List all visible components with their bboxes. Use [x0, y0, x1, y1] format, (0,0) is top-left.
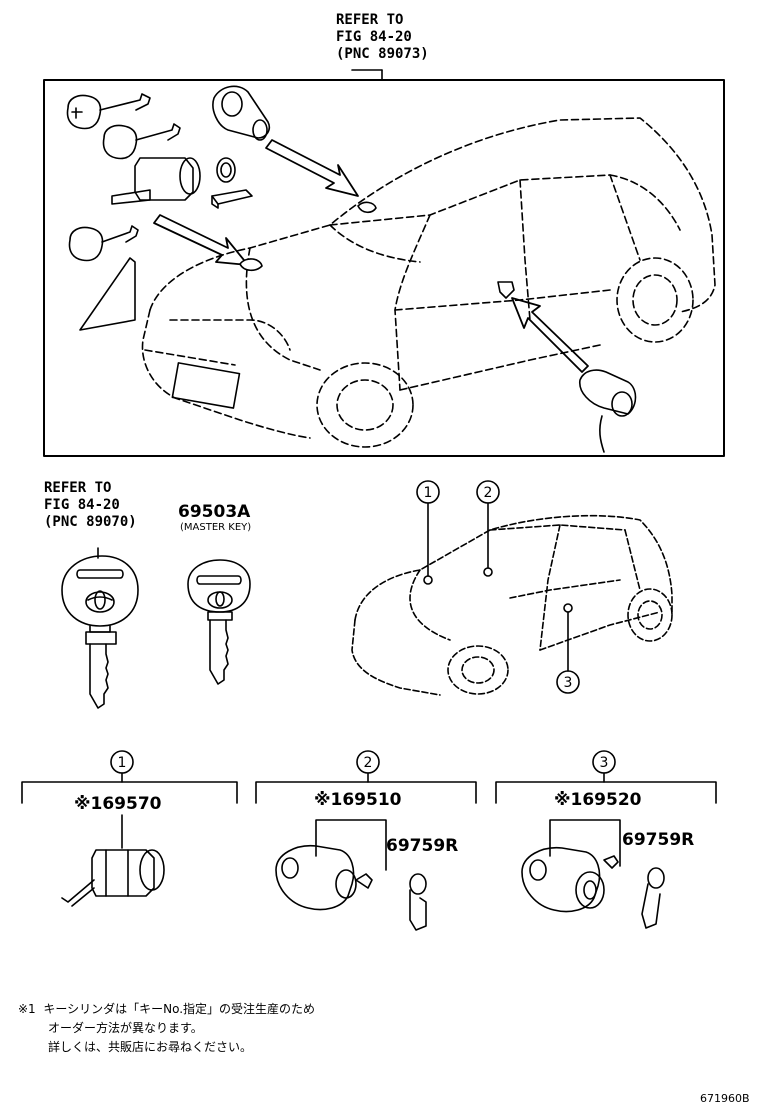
figure-code: 671960B	[700, 1092, 750, 1105]
ignition-cylinder-69570	[61, 814, 165, 907]
master-key-part-number: 69503A	[178, 502, 251, 522]
footnote-marker: ※1	[18, 1002, 36, 1016]
key-set-top-left	[66, 85, 637, 453]
group-2-number: 2	[364, 755, 373, 771]
master-key-note: (MASTER KEY)	[180, 522, 252, 533]
part-69510-label: ※169510	[314, 790, 402, 810]
remote-key-left	[61, 547, 139, 709]
callout-2: 2	[484, 485, 493, 501]
group-1-number: 1	[118, 755, 127, 771]
callout-1: 1	[424, 485, 433, 501]
door-cylinder-69520	[521, 819, 665, 929]
callout-leaders	[416, 480, 580, 694]
top-frame	[43, 69, 725, 457]
license-plate-shape	[171, 362, 241, 409]
master-key	[187, 559, 251, 685]
door-cylinder-69510	[275, 819, 427, 931]
top-arrows	[153, 139, 589, 373]
footnote-line2: オーダー方法が異なります。	[48, 1021, 203, 1035]
top-refer-label: REFER TO FIG 84-20 (PNC 89073)	[336, 12, 429, 63]
top-refer-line3: (PNC 89073)	[336, 46, 429, 62]
footnote: ※1 キーシリンダは「キーNo.指定」の受注生産のため オーダー方法が異なります…	[18, 1000, 315, 1057]
top-refer-line2: FIG 84-20	[336, 29, 412, 45]
left-refer-line3: (PNC 89070)	[44, 514, 137, 530]
small-vehicle-outline	[351, 514, 673, 696]
part-69570-label: ※169570	[74, 794, 162, 814]
left-refer-label: REFER TO FIG 84-20 (PNC 89070)	[44, 480, 137, 531]
part-69520-label: ※169520	[554, 790, 642, 810]
footnote-line3: 詳しくは、共販店にお尋ねください。	[48, 1040, 253, 1054]
part-69759r-label-a: 69759R	[386, 836, 459, 856]
footnote-line1: キーシリンダは「キーNo.指定」の受注生産のため	[43, 1002, 316, 1016]
left-refer-line2: FIG 84-20	[44, 497, 120, 513]
group-brackets	[21, 750, 717, 804]
group-3-number: 3	[600, 755, 609, 771]
callout-3: 3	[564, 675, 573, 691]
top-refer-line1: REFER TO	[336, 12, 404, 28]
left-refer-line1: REFER TO	[44, 480, 112, 496]
part-69759r-label-b: 69759R	[622, 830, 695, 850]
